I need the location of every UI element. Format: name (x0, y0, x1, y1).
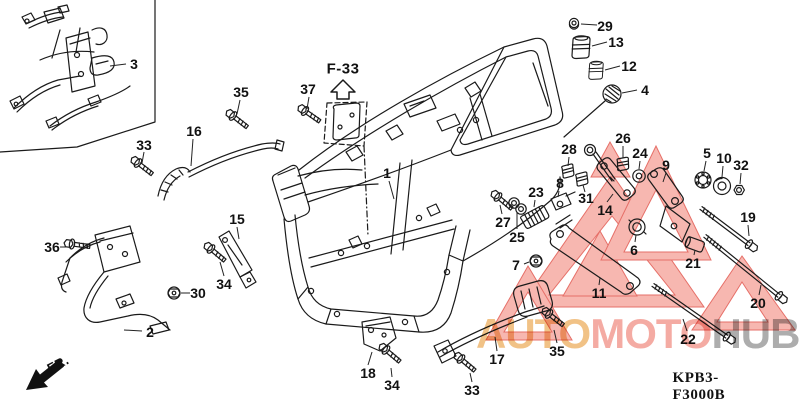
watermark-segment: AUTO (476, 310, 591, 357)
part13-bushing (571, 35, 591, 60)
part20-bolt (703, 234, 788, 305)
part30-nut (167, 286, 181, 300)
part24-washer (632, 169, 646, 183)
part-label-12: 12 (621, 58, 637, 74)
part-label-32: 32 (733, 157, 749, 173)
part-label-24: 24 (632, 145, 648, 161)
part25-washers (508, 197, 527, 215)
part23-bushing (519, 205, 550, 229)
part-label-7: 7 (512, 257, 520, 273)
part-label-8: 8 (556, 175, 564, 191)
part21-collar (684, 236, 706, 253)
part-label-36: 36 (44, 239, 60, 255)
part-label-34: 34 (216, 276, 232, 292)
part-label-25: 25 (509, 229, 525, 245)
part5-bearing (694, 171, 712, 189)
part-label-9: 9 (662, 157, 670, 173)
part-label-4: 4 (641, 82, 649, 98)
part19-bolt (699, 206, 759, 253)
part15-bracket (218, 230, 257, 289)
part-label-6: 6 (630, 242, 638, 258)
part-label-30: 30 (190, 285, 206, 301)
part18-gusset (361, 316, 397, 352)
inset-border (0, 0, 156, 153)
part14-link (596, 157, 636, 201)
part-label-33: 33 (136, 137, 152, 153)
part-label-11: 11 (591, 285, 607, 301)
part11-hanger (549, 214, 641, 295)
part3-bracket-assembly (9, 4, 131, 131)
part-label-13: 13 (608, 34, 624, 50)
watermark-segment: HUB (711, 310, 800, 357)
part7-nut (529, 254, 543, 268)
part-label-10: 10 (716, 150, 732, 166)
watermark-brand-text: AUTOMOTOHUB (476, 313, 800, 355)
main-frame-drawing (271, 37, 564, 333)
part-label-27: 27 (495, 214, 511, 230)
part9-hanger (647, 167, 691, 243)
f33-arrow-icon (330, 79, 356, 100)
part-label-17: 17 (489, 351, 505, 367)
leader-lines (60, 23, 762, 383)
part-label-34: 34 (384, 377, 400, 393)
figure-code: KPB3-F3000B (672, 370, 726, 400)
part32-nut (733, 184, 745, 196)
part-label-2: 2 (146, 324, 154, 340)
part-label-33: 33 (464, 382, 480, 398)
part-label-29: 29 (597, 18, 613, 34)
part-label-31: 31 (578, 190, 594, 206)
watermark-segment: MOTO (590, 310, 712, 357)
part-label-22: 22 (680, 331, 696, 347)
reference-label-f33: F-33 (326, 60, 360, 78)
part-label-18: 18 (360, 365, 376, 381)
part-label-28: 28 (561, 141, 577, 157)
part-label-14: 14 (597, 202, 613, 218)
part6-bushing (628, 218, 647, 236)
part-label-35: 35 (233, 84, 249, 100)
part8-clamp (550, 191, 576, 211)
part2-bracket-assembly (57, 225, 171, 335)
part12-bushing (588, 60, 604, 80)
part-label-3: 3 (130, 56, 138, 72)
part4-rubber (563, 84, 622, 138)
part-label-19: 19 (740, 209, 756, 225)
part-label-35: 35 (549, 343, 565, 359)
part-label-16: 16 (186, 123, 202, 139)
front-direction-arrow (26, 358, 64, 390)
part-label-15: 15 (229, 211, 245, 227)
part-label-20: 20 (750, 295, 766, 311)
part-label-5: 5 (703, 145, 711, 161)
part-label-21: 21 (685, 255, 701, 271)
part17-guard-pipe (433, 280, 553, 364)
part-label-26: 26 (615, 130, 631, 146)
part10-grommet (712, 176, 732, 196)
part16-stay (157, 139, 285, 201)
pivot-bolt (583, 143, 616, 182)
part22-bolt (651, 283, 736, 345)
part-label-23: 23 (528, 184, 544, 200)
part-label-1: 1 (383, 165, 391, 181)
part37-plate (323, 101, 369, 237)
part-label-37: 37 (300, 81, 316, 97)
